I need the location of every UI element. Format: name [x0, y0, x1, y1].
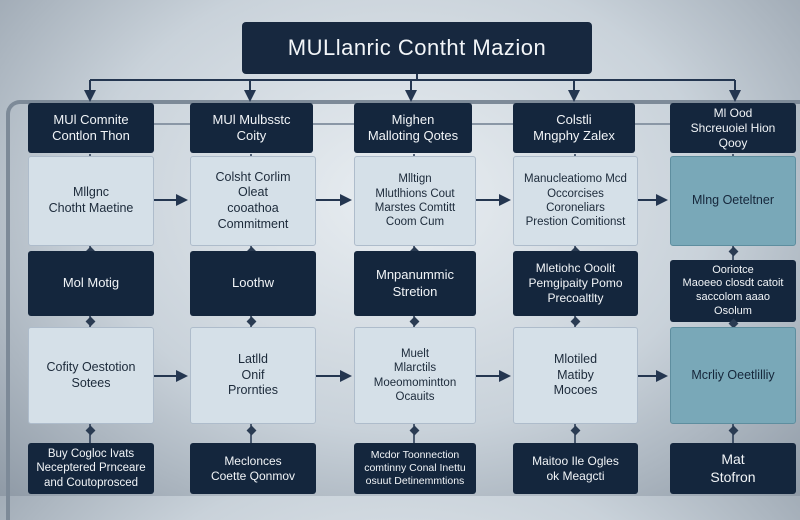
column-2-stage-1: Colsht Corlim Oleat cooathoa Commitment	[190, 156, 316, 246]
column-2-stage-3: Latlld Onif Prornties	[190, 327, 316, 424]
column-1-stage-1: Mllgnc Chotht Maetine	[28, 156, 154, 246]
diagram-frame	[6, 100, 800, 520]
column-4-header: Colstli Mngphy Zalex	[513, 103, 635, 153]
column-3-header: Mighen Malloting Qotes	[354, 103, 472, 153]
column-4-stage-2: Mletiohc Ooolit Pemgipaity Pomo Precoalt…	[513, 251, 638, 316]
column-1-stage-4: Buy Cogloc Ivats Neceptered Prnceare and…	[28, 443, 154, 494]
column-3-stage-1: Mlltign Mlutlhions Cout Marstes Comtitt …	[354, 156, 476, 246]
column-2-stage-2: Loothw	[190, 251, 316, 316]
column-5-stage-3: Mcrliy Oeetlilliy	[670, 327, 796, 424]
column-3-stage-2: Mnpanummic Stretion	[354, 251, 476, 316]
column-3-stage-4: Mcdor Toonnection comtinny Conal Inettu …	[354, 443, 476, 494]
column-1-stage-3: Cofity Oestotion Sotees	[28, 327, 154, 424]
column-5-stage-2: Ooriotce Maoeeo closdt catoit saccolom a…	[670, 260, 796, 322]
column-1-stage-2: Mol Motig	[28, 251, 154, 316]
column-2-stage-4: Meclonces Coette Qonmov	[190, 443, 316, 494]
column-3-stage-3: Muelt Mlarctils Moeomomintton Ocauits	[354, 327, 476, 424]
column-5-stage-1: Mlng Oeteltner	[670, 156, 796, 246]
column-5-stage-4: Mat Stofron	[670, 443, 796, 494]
column-4-stage-1: Manucleatiomo Mcd Occorcises Coroneliars…	[513, 156, 638, 246]
column-4-stage-4: Maitoo Ile Ogles ok Meagcti	[513, 443, 638, 494]
column-5-header: Ml Ood Shcreuoiel Hion Qooy	[670, 103, 796, 153]
column-1-header: MUl Comnite Contlon Thon	[28, 103, 154, 153]
diagram-title: MULlanric Contht Mazion	[242, 22, 592, 74]
column-4-stage-3: Mlotiled Matiby Mocoes	[513, 327, 638, 424]
column-2-header: MUl Mulbsstc Coity	[190, 103, 313, 153]
